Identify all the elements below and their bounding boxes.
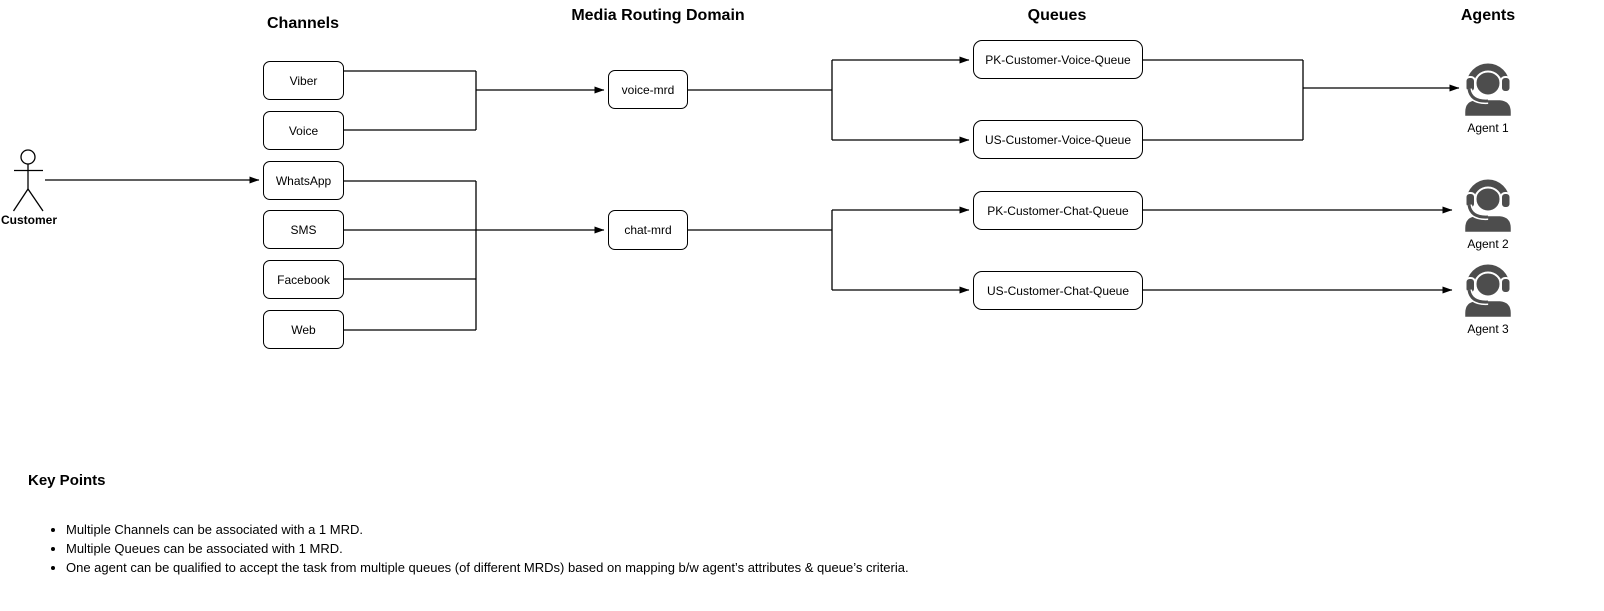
customer-label: Customer: [1, 213, 58, 227]
agents-column-title: Agents: [1460, 7, 1516, 24]
agent2-headset-icon: [1464, 183, 1512, 233]
agent3-label: Agent 3: [1467, 322, 1509, 336]
agent2-label: Agent 2: [1467, 237, 1509, 251]
agent3-headset-icon: [1464, 268, 1512, 318]
channels-column-title: Channels: [266, 15, 339, 32]
channel-node-facebook: Facebook: [263, 260, 344, 299]
queue-node-pk-voice: PK-Customer-Voice-Queue: [973, 40, 1143, 79]
queue-node-us-voice: US-Customer-Voice-Queue: [973, 120, 1143, 159]
key-points-list: Multiple Channels can be associated with…: [46, 520, 909, 577]
key-point-item: One agent can be qualified to accept the…: [66, 558, 909, 577]
channel-node-web: Web: [263, 310, 344, 349]
queues-column-title: Queues: [1027, 7, 1087, 24]
queue-node-us-chat: US-Customer-Chat-Queue: [973, 271, 1143, 310]
channel-node-whatsapp: WhatsApp: [263, 161, 344, 200]
agent1-headset-icon: [1464, 67, 1512, 117]
mrd-node-voice: voice-mrd: [608, 70, 688, 109]
key-point-item: Multiple Queues can be associated with 1…: [66, 539, 909, 558]
queue-node-pk-chat: PK-Customer-Chat-Queue: [973, 191, 1143, 230]
key-points-title: Key Points: [28, 472, 106, 489]
channel-node-voice: Voice: [263, 111, 344, 150]
mrd-column-title: Media Routing Domain: [571, 7, 745, 24]
key-point-item: Multiple Channels can be associated with…: [66, 520, 909, 539]
channel-node-viber: Viber: [263, 61, 344, 100]
agent1-label: Agent 1: [1467, 121, 1509, 135]
mrd-node-chat: chat-mrd: [608, 210, 688, 250]
customer-actor-icon: [12, 149, 44, 212]
channel-node-sms: SMS: [263, 210, 344, 249]
